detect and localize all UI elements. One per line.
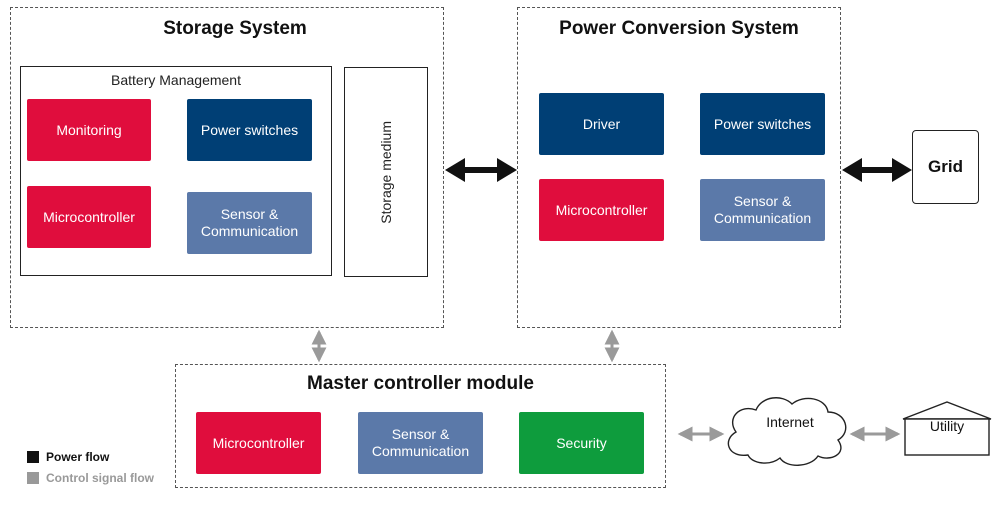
master-security-block: Security <box>519 412 644 474</box>
pcs-microcontroller-block: Microcontroller <box>539 179 664 241</box>
master-controller-box <box>175 364 666 488</box>
grid-label: Grid <box>928 157 963 176</box>
storage-system-title: Storage System <box>163 18 307 39</box>
legend: Power flow Control signal flow <box>27 450 154 485</box>
storage-system-box <box>10 7 444 328</box>
power-flow-arrow-pcs-grid <box>842 158 912 182</box>
pcs-driver-block: Driver <box>539 93 664 155</box>
legend-control-label: Control signal flow <box>46 471 154 485</box>
battery-management-title: Battery Management <box>111 72 241 88</box>
storage-medium-box <box>344 67 428 277</box>
pcs-sensor-communication-block: Sensor & Communication <box>700 179 825 241</box>
legend-control-signal-flow: Control signal flow <box>27 471 154 485</box>
utility-label: Utility <box>929 418 965 434</box>
master-controller-title: Master controller module <box>307 373 534 394</box>
power-conversion-system-box <box>517 7 841 328</box>
legend-power-label: Power flow <box>46 450 110 464</box>
master-microcontroller-block: Microcontroller <box>196 412 321 474</box>
storage-power-switches-block: Power switches <box>187 99 312 161</box>
cloud-icon <box>727 397 847 466</box>
power-flow-arrow-storage-pcs <box>445 158 517 182</box>
pcs-power-switches-block: Power switches <box>700 93 825 155</box>
master-sensor-communication-block: Sensor & Communication <box>358 412 483 474</box>
house-icon <box>902 401 992 456</box>
grid-box: Grid <box>912 130 979 204</box>
legend-power-swatch <box>27 451 39 463</box>
power-conversion-system-title: Power Conversion System <box>559 18 799 39</box>
internet-label: Internet <box>766 414 814 430</box>
legend-power-flow: Power flow <box>27 450 154 464</box>
legend-control-swatch <box>27 472 39 484</box>
storage-sensor-communication-block: Sensor & Communication <box>187 192 312 254</box>
storage-monitoring-block: Monitoring <box>27 99 151 161</box>
storage-microcontroller-block: Microcontroller <box>27 186 151 248</box>
